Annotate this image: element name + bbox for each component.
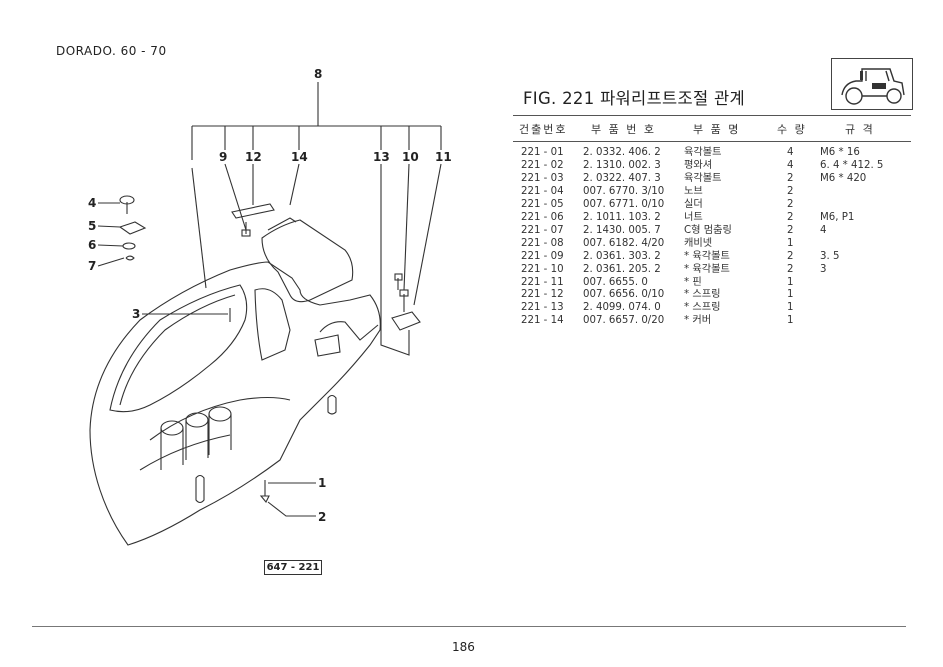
callout-3: 3 [132,307,140,321]
part-name-cell: 캐비넷 [684,237,713,249]
quantity-cell: 2 [787,224,794,236]
part-name-cell: 너트 [684,211,703,223]
part-name-cell: * 핀 [684,276,702,288]
part-number-cell: 2. 1011. 103. 2 [583,211,661,223]
quantity-cell: 2 [787,172,794,184]
part-number-cell: 2. 1310. 002. 3 [583,159,661,171]
quantity-cell: 1 [787,289,794,301]
callout-13: 13 [373,150,390,164]
part-name-cell: 평와셔 [684,159,713,171]
callout-9: 9 [219,150,227,164]
figure-title: FIG. 221 파워리프트조절 관계 [523,89,745,108]
spec-cell: 6. 4 * 412. 5 [820,159,884,171]
part-no-cell: 221 - 02 [521,159,564,171]
header-quantity: 수 량 [777,123,807,136]
quantity-cell: 2 [787,211,794,223]
spec-cell: 3. 5 [820,250,840,262]
page-number: 186 [452,640,475,654]
quantity-cell: 2 [787,250,794,262]
part-name-cell: 실더 [684,198,703,210]
part-no-cell: 221 - 04 [521,185,564,197]
part-no-cell: 221 - 03 [521,172,564,184]
quantity-cell: 1 [787,302,794,314]
part-number-cell: 007. 6655. 0 [583,276,648,288]
callout-14: 14 [291,150,308,164]
spec-cell: M6, P1 [820,211,855,223]
bottom-rule [32,626,906,627]
quantity-cell: 2 [787,263,794,275]
quantity-cell: 1 [787,237,794,249]
part-name-cell: * 육각볼트 [684,250,730,262]
part-number-cell: 2. 0361. 205. 2 [583,263,661,275]
part-number-cell: 2. 4099. 074. 0 [583,302,661,314]
part-no-cell: 221 - 06 [521,211,564,223]
part-number-cell: 007. 6182. 4/20 [583,237,665,249]
model-header: DORADO. 60 - 70 [56,44,167,58]
part-number-cell: 007. 6656. 0/10 [583,289,665,301]
part-name-cell: 육각볼트 [684,147,722,158]
quantity-cell: 4 [787,147,794,158]
quantity-cell: 1 [787,315,794,327]
quantity-cell: 2 [787,185,794,197]
callout-11: 11 [435,150,452,164]
header-spec: 규 격 [845,123,875,136]
part-number-cell: 007. 6657. 0/20 [583,315,665,327]
callout-7: 7 [88,259,96,273]
part-name-cell: C형 멈춤링 [684,224,732,236]
part-name-cell: * 육각볼트 [684,263,730,275]
part-no-cell: 221 - 08 [521,237,564,249]
table-header-rule [513,141,911,142]
part-no-cell: 221 - 12 [521,289,564,301]
callout-2: 2 [318,510,326,524]
quantity-cell: 2 [787,198,794,210]
diagram-code: 647 - 221 [264,560,322,575]
part-number-cell: 2. 1430. 005. 7 [583,224,661,236]
callout-6: 6 [88,238,96,252]
callout-1: 1 [318,476,326,490]
part-number-cell: 2. 0322. 407. 3 [583,172,661,184]
part-no-cell: 221 - 07 [521,224,564,236]
part-name-cell: * 스프링 [684,302,721,314]
tractor-thumbnail [831,58,913,110]
spec-cell: M6 * 420 [820,172,867,184]
spec-cell: 4 [820,224,827,236]
part-number-cell: 2. 0332. 406. 2 [583,147,661,158]
part-number-cell: 007. 6771. 0/10 [583,198,665,210]
part-no-cell: 221 - 10 [521,263,564,275]
callout-5: 5 [88,219,96,233]
part-number-cell: 2. 0361. 303. 2 [583,250,661,262]
callout-8: 8 [314,67,322,81]
table-top-rule [513,115,911,116]
part-no-cell: 221 - 01 [521,147,564,158]
part-no-cell: 221 - 11 [521,276,564,288]
quantity-cell: 4 [787,159,794,171]
tractor-icon [841,68,905,105]
part-name-cell: * 스프링 [684,289,721,301]
quantity-cell: 1 [787,276,794,288]
part-number-cell: 007. 6770. 3/10 [583,185,665,197]
header-part-name: 부 품 명 [693,123,741,136]
callout-12: 12 [245,150,262,164]
header-part-number: 부 품 번 호 [591,123,656,136]
callout-10: 10 [402,150,419,164]
part-no-cell: 221 - 05 [521,198,564,210]
callout-4: 4 [88,196,96,210]
header-no: 건출번호 [519,123,568,136]
part-name-cell: * 커버 [684,315,712,327]
part-no-cell: 221 - 14 [521,315,564,327]
spec-cell: M6 * 16 [820,147,860,158]
part-name-cell: 육각볼트 [684,172,722,184]
part-no-cell: 221 - 09 [521,250,564,262]
spec-cell: 3 [820,263,827,275]
part-no-cell: 221 - 13 [521,302,564,314]
part-name-cell: 노브 [684,185,703,197]
